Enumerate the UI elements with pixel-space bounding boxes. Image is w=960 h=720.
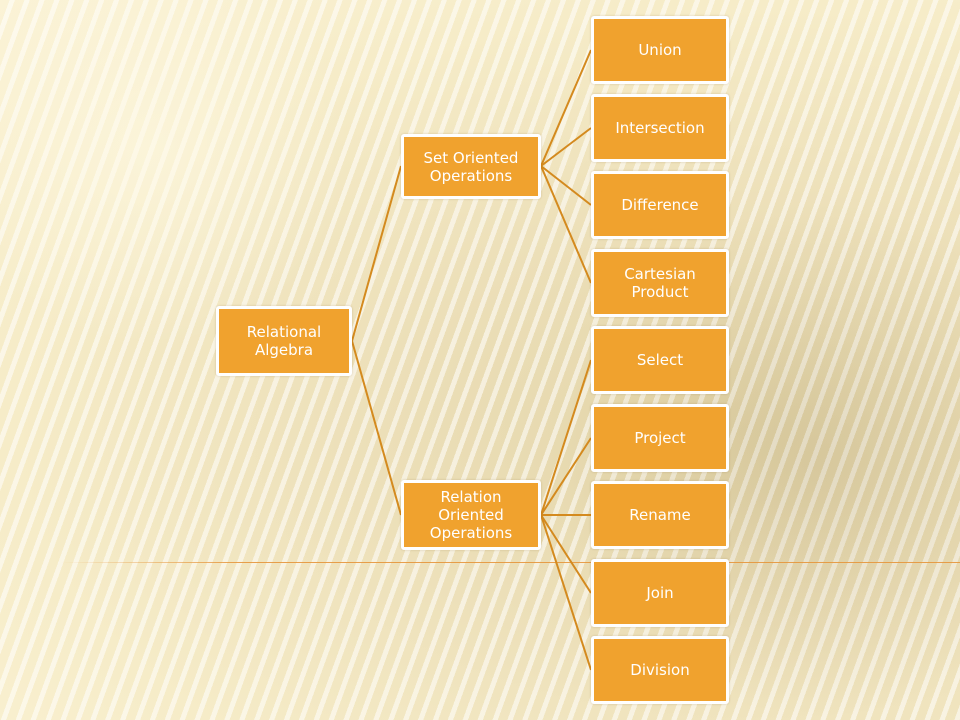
node-label: Join [646,584,674,602]
node-union: Union [591,16,729,84]
connector-set-intersection [540,127,592,167]
accent-line [60,562,960,563]
connector-set-union [540,49,592,167]
connector-set-difference [540,165,592,206]
node-label: Difference [621,196,699,214]
node-difference: Difference [591,171,729,239]
node-label: Relation Oriented Operations [429,488,513,542]
node-cartesian-product: Cartesian Product [591,249,729,317]
node-label: Relational Algebra [246,323,322,359]
node-division: Division [591,636,729,704]
node-label: Set Oriented Operations [423,148,519,185]
node-join: Join [591,559,729,627]
node-label: Project [634,429,686,447]
connector-rel-division [540,514,592,671]
node-project: Project [591,404,729,472]
connector-rel-select [540,359,592,516]
node-label: Cartesian Product [624,265,696,301]
connector-set-cartesian [540,165,592,284]
node-set-oriented-operations: Set Oriented Operations [401,134,541,199]
node-label: Select [636,351,684,369]
node-label: Intersection [615,119,705,137]
node-relation-oriented-operations: Relation Oriented Operations [401,480,541,550]
node-relational-algebra: Relational Algebra [216,306,352,376]
node-label: Union [638,41,682,59]
node-intersection: Intersection [591,94,729,162]
node-select: Select [591,326,729,394]
connector-rel-project [540,437,592,516]
node-label: Division [630,661,690,679]
connector-root-rel [351,340,402,516]
connector-root-set [351,165,402,342]
node-label: Rename [629,506,691,524]
node-rename: Rename [591,481,729,549]
connector-rel-join [540,514,592,594]
